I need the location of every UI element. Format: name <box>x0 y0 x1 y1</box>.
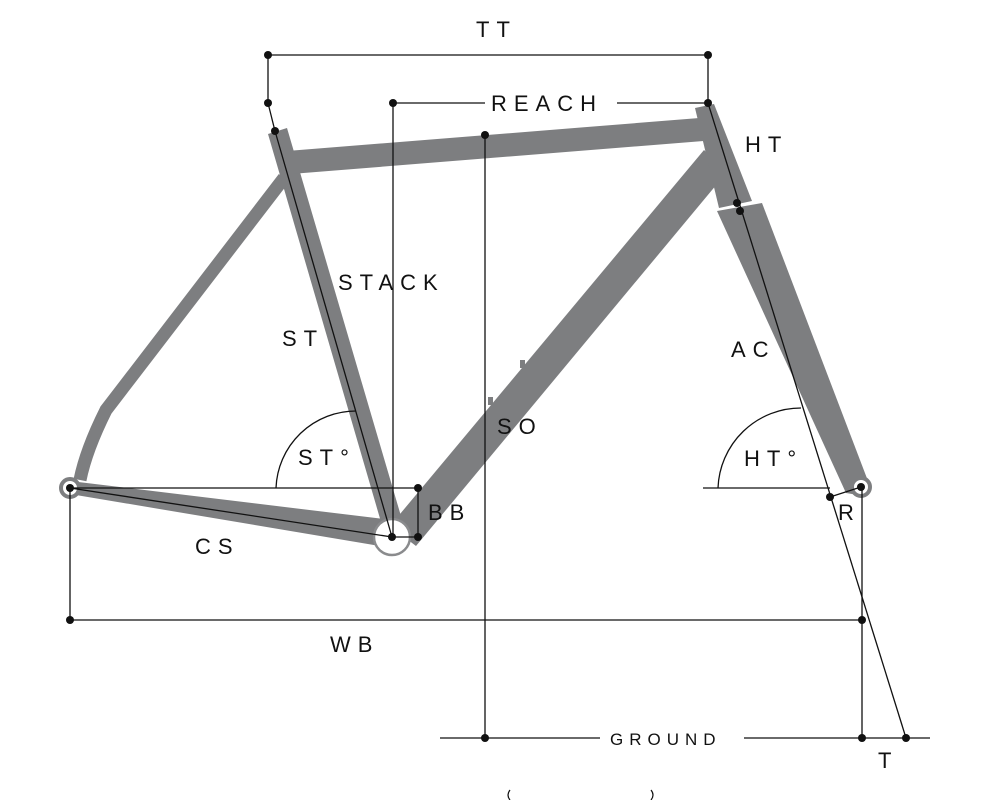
label-ht: HT <box>745 132 788 157</box>
label-ground: GROUND <box>610 730 722 749</box>
tt-left-connector <box>267 102 276 132</box>
down-tube-tab <box>488 397 493 405</box>
chainstay <box>70 481 392 548</box>
seatstay <box>73 174 290 482</box>
label-ht-angle: HT° <box>744 446 803 471</box>
seat-tube-tab <box>360 393 364 401</box>
label-tt: TT <box>476 17 517 42</box>
down-tube <box>390 150 727 546</box>
fork <box>717 203 868 495</box>
seat-tube <box>268 128 408 546</box>
head-tube <box>695 104 752 208</box>
r-offset-line <box>829 486 862 498</box>
cropped-mark-left <box>507 789 511 800</box>
label-r: R <box>838 500 861 525</box>
cs-dimension-line <box>69 487 393 538</box>
top-tube <box>287 117 716 174</box>
cropped-mark-right <box>650 789 654 800</box>
label-t: T <box>878 748 898 773</box>
ht-angle-arc <box>717 407 802 489</box>
label-stack: STACK <box>338 270 445 295</box>
label-bb: BB <box>428 500 471 525</box>
labels: TT REACH HT STACK ST AC SO ST° HT° BB R … <box>195 17 898 773</box>
st-dimension-line <box>274 130 393 538</box>
label-st: ST <box>282 326 324 351</box>
down-tube-tab <box>520 360 525 368</box>
label-cs: CS <box>195 534 240 559</box>
label-wb: WB <box>330 632 379 657</box>
st-angle-arc <box>275 410 357 489</box>
label-st-angle: ST° <box>298 445 356 470</box>
label-so: SO <box>497 414 543 439</box>
steering-axis-line <box>707 102 907 739</box>
seat-tube-tab <box>346 345 350 353</box>
measurement-points <box>66 51 910 742</box>
label-ac: AC <box>731 337 776 362</box>
label-reach: REACH <box>491 91 603 116</box>
bike-frame <box>59 104 872 557</box>
